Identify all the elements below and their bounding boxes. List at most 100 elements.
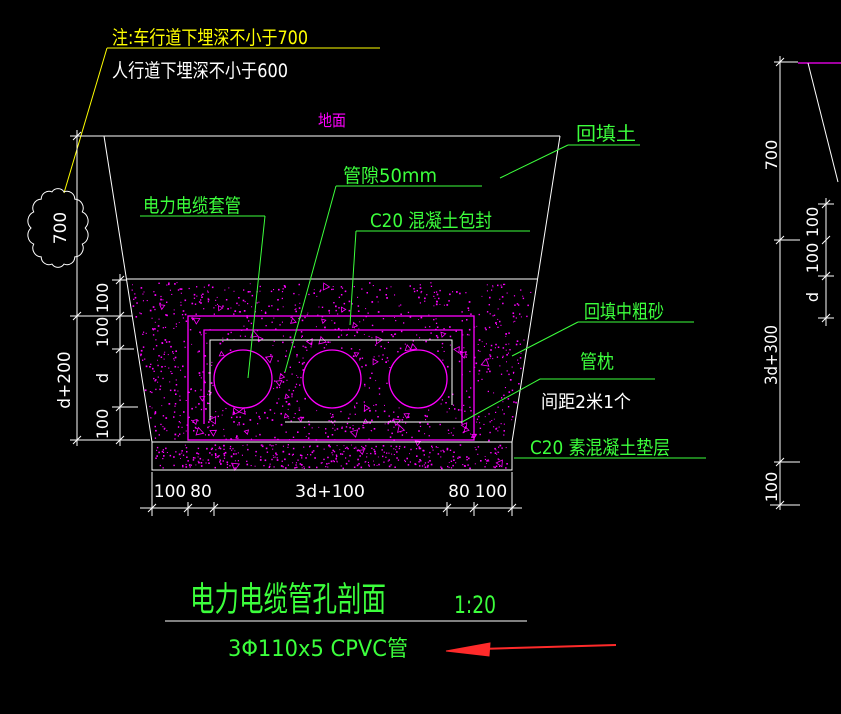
hatch-dot [233, 421, 235, 423]
hatch-dot [250, 322, 253, 325]
hatch-dot [488, 326, 491, 329]
hatch-dot [365, 445, 367, 447]
hatch-dot [199, 331, 201, 333]
hatch-dot [206, 363, 208, 365]
hatch-dot [154, 321, 156, 323]
hatch-dot [162, 458, 164, 460]
hatch-dot [459, 292, 461, 295]
hatch-dot [282, 381, 285, 383]
hatch-dot [282, 450, 285, 453]
hatch-dot [331, 421, 334, 424]
hatch-dot [254, 465, 256, 467]
hatch-dot [176, 282, 178, 284]
hatch-dot [164, 365, 166, 367]
hatch-dot [282, 466, 284, 468]
hatch-dot [197, 453, 200, 455]
hatch-dot [508, 391, 511, 393]
hatch-dot [170, 345, 172, 348]
hatch-dot [470, 313, 472, 315]
hatch-dot [268, 466, 270, 468]
hatch-dot [420, 316, 423, 319]
hatch-dot [198, 372, 201, 374]
hatch-dot [355, 447, 357, 449]
hatch-dot [337, 313, 339, 315]
hatch-dot [500, 324, 502, 326]
hatch-triangle [232, 407, 241, 416]
hatch-dot [208, 425, 210, 427]
hatch-dot [418, 446, 420, 448]
hatch-dot [437, 350, 439, 352]
hatch-dot [204, 434, 206, 436]
hatch-dot [520, 289, 522, 291]
hatch-dot [185, 320, 188, 322]
hatch-dot [259, 459, 262, 461]
hatch-dot [404, 459, 406, 461]
hatch-dot [291, 393, 293, 395]
hatch-dot [520, 352, 522, 354]
hatch-dot [269, 409, 272, 411]
hatch-dot [294, 413, 296, 415]
hatch-dot [295, 462, 297, 464]
hatch-dot [301, 363, 304, 365]
hatch-dot [305, 435, 307, 437]
hatch-dot [466, 456, 468, 458]
hatch-dot [291, 395, 293, 397]
hatch-dot [447, 365, 449, 368]
hatch-dot [144, 389, 147, 392]
hatch-dot [291, 454, 294, 456]
hatch-dot [495, 411, 497, 413]
hatch-dot [369, 377, 372, 379]
hatch-dot [198, 461, 200, 464]
hatch-triangle [353, 352, 360, 358]
hatch-dot [132, 305, 135, 307]
hatch-dot [349, 426, 351, 429]
hatch-dot [385, 294, 387, 296]
hatch-dot [361, 288, 363, 290]
hatch-dot [278, 398, 280, 400]
hatch-dot [359, 321, 361, 323]
title-scale: 1:20 [454, 591, 496, 619]
hatch-dot [517, 362, 520, 364]
hatch-dot [416, 290, 418, 292]
hatch-triangle [349, 429, 359, 438]
hatch-dot [331, 452, 333, 454]
hatch-dot [424, 466, 427, 469]
hatch-dot [440, 450, 442, 452]
hatch-dot [154, 425, 156, 428]
hatch-dot [215, 454, 217, 456]
hatch-dot [183, 411, 185, 413]
hatch-dot [371, 447, 373, 449]
hatch-dot [131, 289, 133, 291]
backfill-label: 回填土 [576, 123, 636, 145]
hatch-dot [478, 415, 480, 418]
hatch-dot [233, 411, 235, 414]
arrow-head [445, 642, 491, 657]
hatch-dot [195, 313, 197, 315]
hatch-dot [368, 465, 370, 467]
hatch-dot [336, 428, 339, 430]
hatch-dot [307, 454, 309, 456]
hatch-dot [230, 307, 232, 309]
hatch-dot [155, 388, 157, 391]
hatch-dot [163, 428, 166, 430]
hatch-dot [142, 293, 144, 295]
hatch-dot [467, 464, 469, 466]
hatch-dot [320, 289, 322, 291]
hatch-dot [489, 296, 491, 299]
hatch-dot [205, 462, 207, 464]
hatch-triangle [284, 393, 290, 400]
hatch-dot [363, 319, 365, 321]
hatch-dot [166, 301, 168, 303]
hatch-dot [273, 317, 275, 319]
hatch-dot [238, 304, 240, 306]
hatch-dot [289, 366, 291, 368]
hatch-dot [356, 449, 359, 452]
hatch-dot [142, 300, 144, 302]
hatch-dot [383, 410, 386, 413]
hatch-dot [409, 453, 410, 455]
hatch-dot [526, 315, 528, 318]
hatch-triangle [159, 304, 166, 311]
hatch-dot [390, 286, 392, 288]
hatch-dot [341, 287, 344, 289]
